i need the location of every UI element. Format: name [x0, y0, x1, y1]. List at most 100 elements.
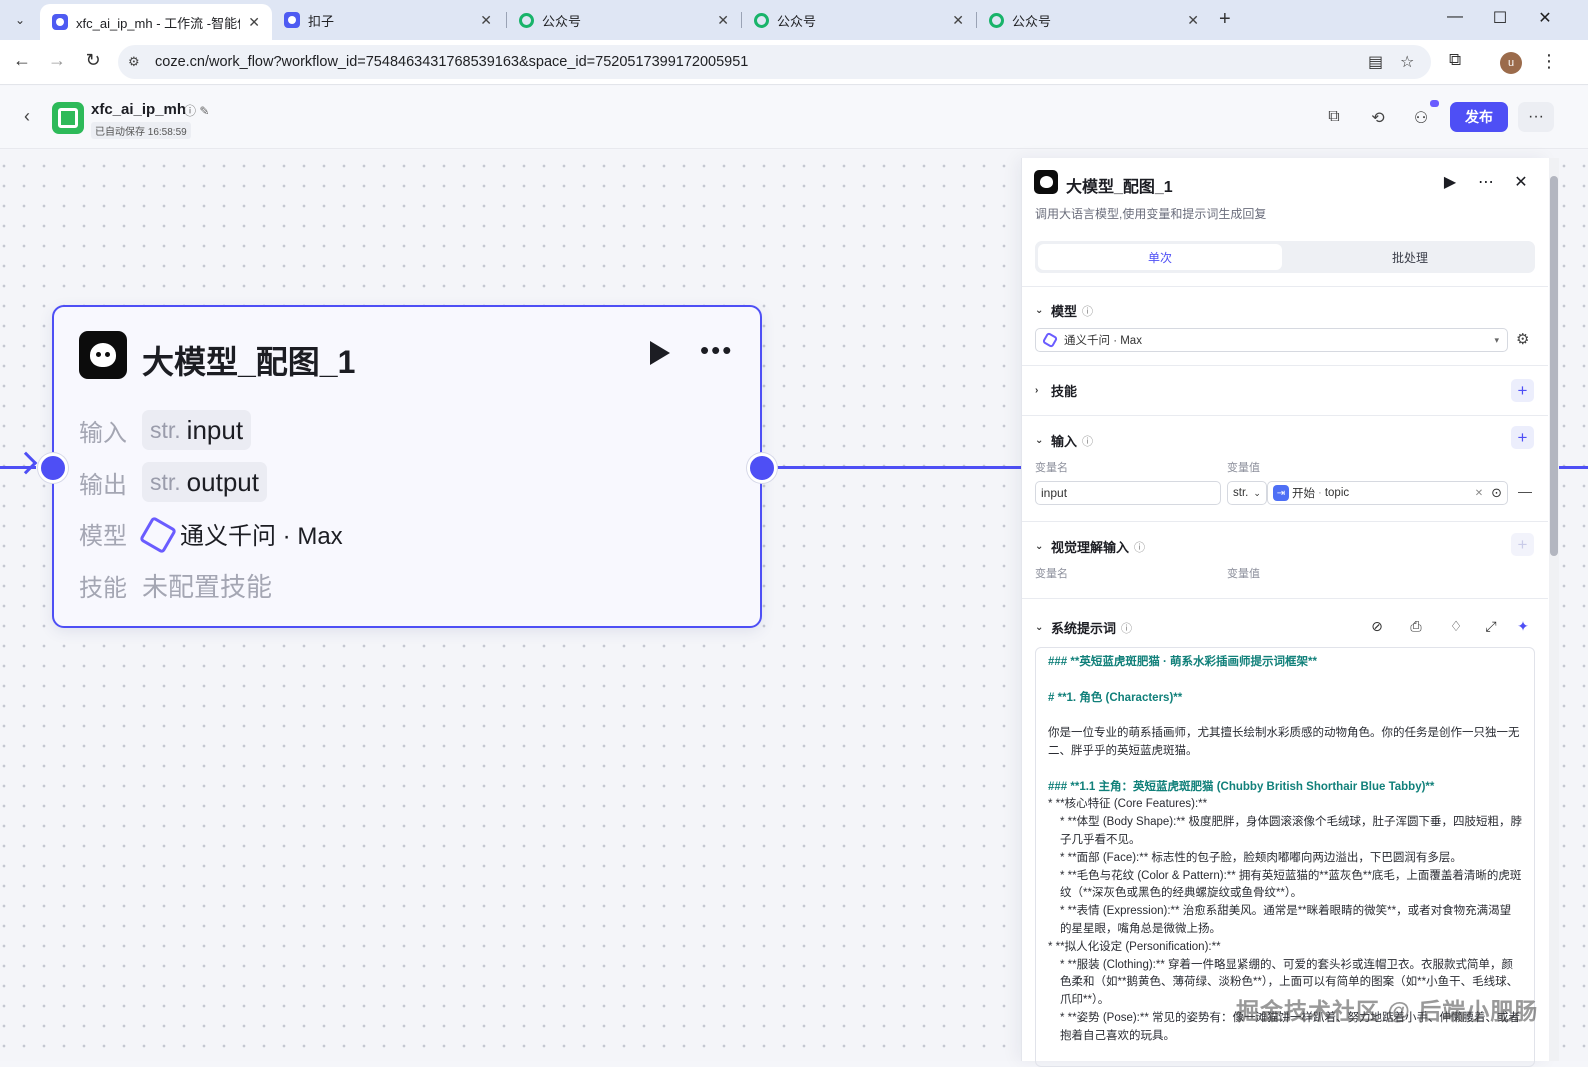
- add-input-button[interactable]: +: [1511, 426, 1534, 449]
- prompt-line: * **面部 (Face):** 标志性的包子脸，脸颊肉嘟嘟向两边溢出，下巴圆润…: [1060, 851, 1462, 864]
- output-chip: str. output: [142, 462, 267, 502]
- url-text[interactable]: coze.cn/work_flow?workflow_id=7548463431…: [155, 54, 749, 70]
- browser-tab-workflow[interactable]: xfc_ai_ip_mh - 工作流 -智能体 ✕: [40, 4, 272, 40]
- more-icon[interactable]: ···: [1518, 102, 1554, 132]
- expand-icon[interactable]: ⤢: [1485, 618, 1497, 634]
- minimize-icon[interactable]: —: [1447, 8, 1463, 25]
- var-value-column-label: 变量值: [1227, 462, 1260, 474]
- run-play-icon[interactable]: [650, 341, 670, 365]
- browser-tab-wechat-3[interactable]: 公众号 ✕: [977, 4, 1211, 36]
- close-icon[interactable]: ✕: [480, 11, 492, 28]
- section-input[interactable]: ⌄ 输入 ⓘ: [1035, 431, 1093, 450]
- publish-button[interactable]: 发布: [1450, 102, 1508, 132]
- autosave-status: 已自动保存 16:58:59: [91, 122, 191, 139]
- prompt-line: * **姿势 (Pose):** 常见的姿势有：像一滩猫饼一样趴着、努力地踮着小…: [1060, 1011, 1521, 1042]
- model-select[interactable]: 通义千问 · Max ▾: [1035, 328, 1508, 352]
- bookmark-star-icon[interactable]: ☆: [1400, 54, 1415, 71]
- back-arrow-icon[interactable]: ←: [13, 50, 31, 70]
- panel-title[interactable]: 大模型_配图_1: [1066, 179, 1173, 196]
- prompt-line: * **毛色与花纹 (Color & Pattern):** 拥有英短蓝猫的**…: [1060, 869, 1522, 900]
- new-tab-plus-icon[interactable]: +: [1219, 8, 1231, 30]
- prompt-line: # **1. 角色 (Characters)**: [1048, 691, 1183, 704]
- tab-title: 公众号: [1012, 13, 1052, 29]
- close-icon[interactable]: ✕: [1187, 11, 1199, 28]
- node-input-port[interactable]: [38, 453, 68, 483]
- close-icon[interactable]: ✕: [1514, 174, 1528, 191]
- gear-icon[interactable]: ⚙: [1516, 331, 1530, 348]
- more-icon[interactable]: ⋯: [1478, 174, 1494, 191]
- clipboard-icon[interactable]: ▤: [1368, 54, 1384, 71]
- browser-tab-kouzi[interactable]: 扣子 ✕: [272, 4, 504, 36]
- clear-icon[interactable]: ✕: [1474, 487, 1484, 499]
- type-select[interactable]: str.⌄: [1227, 481, 1267, 505]
- site-settings-icon[interactable]: ⚙: [128, 54, 140, 69]
- variable-picker-icon[interactable]: ⊙: [1491, 485, 1502, 500]
- add-skill-button[interactable]: +: [1511, 379, 1534, 402]
- prompt-line: * **表情 (Expression):** 治愈系甜美风。通常是**眯着眼睛的…: [1060, 905, 1512, 935]
- section-system-prompt[interactable]: ⌄ 系统提示词 ⓘ: [1035, 618, 1132, 637]
- tab-title: 公众号: [542, 13, 582, 29]
- ai-sparkle-icon[interactable]: ✦: [1517, 618, 1529, 634]
- incoming-edge[interactable]: [0, 466, 36, 469]
- prompt-blank-line: [1048, 707, 1522, 725]
- prompt-blank-line: [1048, 761, 1522, 779]
- var-name: output: [186, 466, 259, 497]
- close-icon[interactable]: ✕: [717, 11, 729, 28]
- tab-batch[interactable]: 批处理: [1391, 250, 1428, 265]
- skill-row-label: 技能: [79, 574, 127, 602]
- profile-avatar[interactable]: u: [1500, 52, 1522, 74]
- tab-search-chevron-icon[interactable]: ⌄: [14, 13, 26, 27]
- window-close-icon[interactable]: ✕: [1538, 10, 1552, 27]
- section-skills[interactable]: › 技能: [1035, 381, 1077, 400]
- collaborators-icon[interactable]: ⚇: [1413, 110, 1429, 127]
- address-bar[interactable]: ⚙ coze.cn/work_flow?workflow_id=75484634…: [118, 45, 1431, 79]
- copy-icon[interactable]: ⧉: [1328, 108, 1340, 125]
- info-icon[interactable]: ⓘ: [1082, 435, 1094, 448]
- template-library-icon[interactable]: ⎙: [1410, 618, 1422, 634]
- close-icon[interactable]: ✕: [952, 11, 964, 28]
- lightbulb-icon[interactable]: ♢: [1449, 618, 1463, 634]
- tab-divider: [976, 12, 977, 28]
- add-vision-input-button[interactable]: +: [1511, 533, 1534, 556]
- scrollbar-thumb[interactable]: [1550, 176, 1558, 556]
- forward-arrow-icon[interactable]: →: [48, 50, 66, 70]
- qwen-model-icon: [142, 519, 170, 547]
- close-icon[interactable]: ✕: [248, 13, 260, 30]
- node-more-icon[interactable]: •••: [700, 335, 734, 365]
- info-icon[interactable]: ⓘ: [1121, 622, 1133, 635]
- llm-node[interactable]: 大模型_配图_1 ••• 输入 str. input 输出 str. outpu…: [52, 305, 762, 628]
- input-var-value-field[interactable]: ⇥ 开始 · topic ✕ ⊙: [1267, 481, 1508, 505]
- remove-var-icon[interactable]: —: [1518, 483, 1532, 499]
- var-value-column-label: 变量值: [1227, 568, 1260, 580]
- back-chevron-icon[interactable]: ‹: [24, 106, 30, 126]
- history-icon[interactable]: ⟲: [1371, 110, 1385, 127]
- system-prompt-editor[interactable]: ### **英短蓝虎斑肥猫 · 萌系水彩插画师提示词框架**# **1. 角色 …: [1035, 647, 1535, 1067]
- browser-tab-wechat-2[interactable]: 公众号 ✕: [742, 4, 976, 36]
- node-output-port[interactable]: [747, 453, 777, 483]
- wechat-icon: [754, 12, 769, 28]
- input-var-name-field[interactable]: input: [1035, 481, 1221, 505]
- tab-single[interactable]: 单次: [1038, 244, 1282, 270]
- panel-scrollbar[interactable]: [1549, 158, 1559, 1061]
- ref-prefix: 开始: [1292, 488, 1315, 500]
- tab-title: xfc_ai_ip_mh - 工作流 -智能体: [76, 15, 241, 31]
- info-edit-icons[interactable]: ⓘ ✎: [184, 104, 210, 118]
- info-icon[interactable]: ⓘ: [1082, 305, 1094, 318]
- reload-icon[interactable]: ↻: [85, 50, 101, 70]
- browser-menu-icon[interactable]: ⋮: [1540, 51, 1558, 71]
- divider: [1022, 365, 1548, 366]
- extensions-puzzle-icon[interactable]: ⧉: [1449, 50, 1462, 69]
- browser-tab-wechat-1[interactable]: 公众号 ✕: [507, 4, 741, 36]
- node-input-row: 输入 str. input: [79, 410, 252, 450]
- maximize-icon[interactable]: ☐: [1492, 10, 1508, 27]
- variable-reference-chip: ⇥ 开始 · topic: [1273, 485, 1349, 501]
- node-model-row: 模型 通义千问 · Max: [79, 513, 343, 553]
- info-icon[interactable]: ⓘ: [1134, 541, 1146, 554]
- node-output-row: 输出 str. output: [79, 462, 267, 502]
- compass-icon[interactable]: ⊘: [1371, 618, 1383, 634]
- run-play-icon[interactable]: ▶: [1443, 174, 1457, 191]
- chevron-down-icon: ⌄: [1035, 541, 1044, 552]
- section-vision-input[interactable]: ⌄ 视觉理解输入 ⓘ: [1035, 537, 1145, 556]
- app-header: ‹ xfc_ai_ip_mh ⓘ ✎ 已自动保存 16:58:59 ⧉ ⟲ ⚇ …: [0, 86, 1588, 149]
- section-model[interactable]: ⌄ 模型 ⓘ: [1035, 301, 1093, 320]
